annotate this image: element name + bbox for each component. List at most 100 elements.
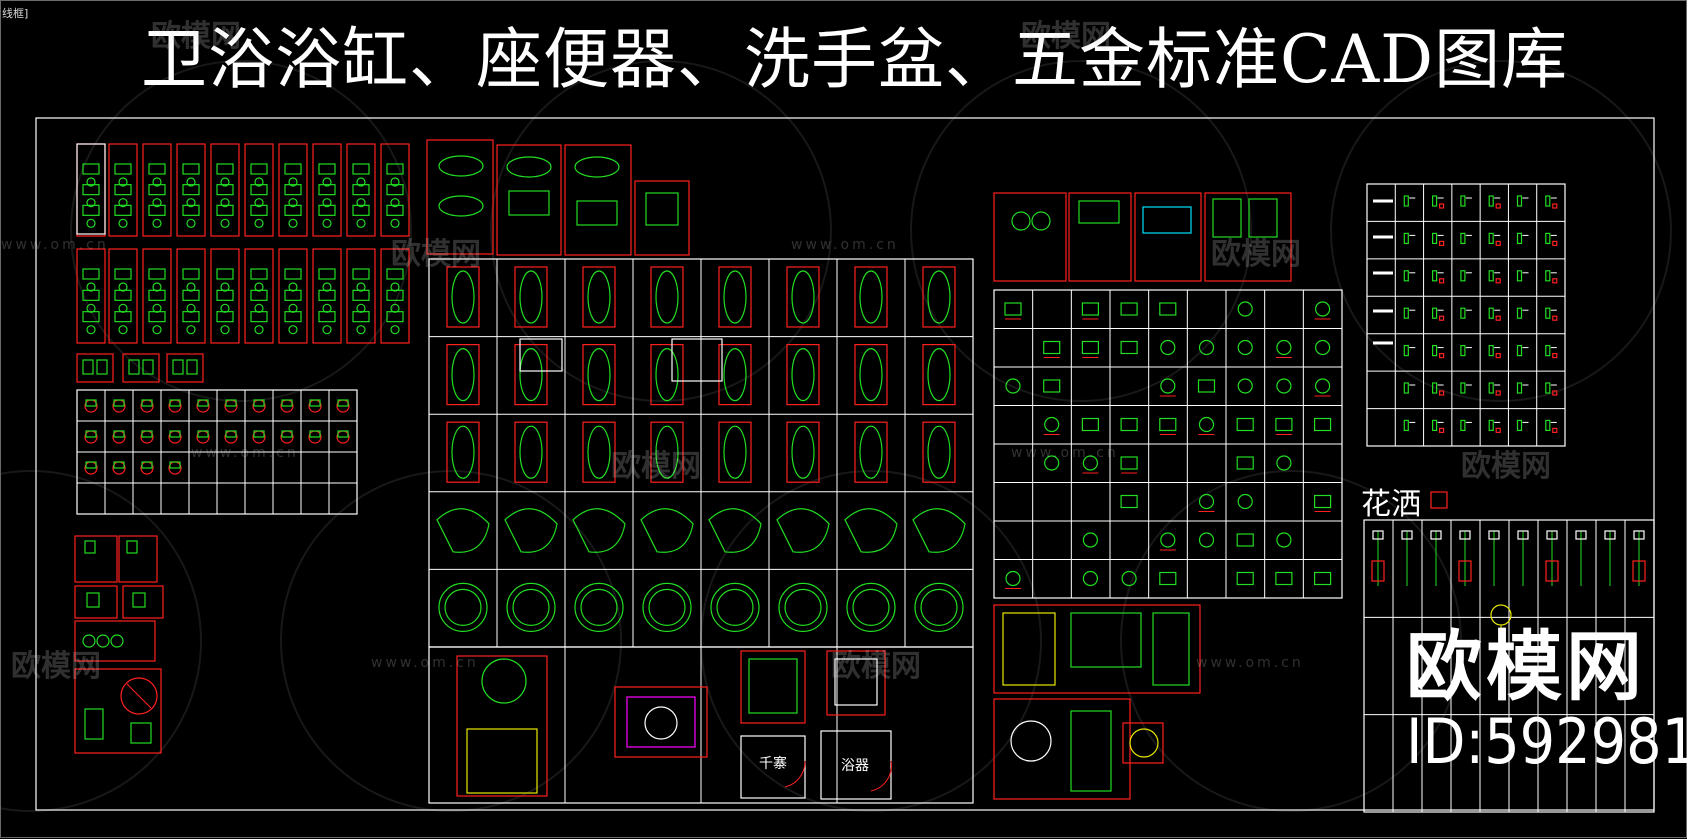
shower-head-symbol: [1546, 530, 1558, 540]
toilet-plan-symbol: [148, 184, 166, 196]
basin-plan-symbol: [1275, 417, 1293, 432]
round-tub-symbol: [574, 582, 624, 633]
shower-tray-symbol: [645, 192, 679, 226]
toilet-tank-symbol: [225, 399, 237, 407]
faucet-symbol: [1460, 345, 1466, 357]
watermark-circle: [910, 60, 1252, 402]
basin-plan-symbol: [1237, 378, 1253, 394]
door-label-left: 千寨: [759, 756, 787, 772]
toilet-plan-symbol: [216, 311, 234, 323]
fixture-frame: [166, 353, 204, 383]
toilet-plan-symbol: [386, 268, 404, 280]
watermark-brand: 欧模网: [831, 649, 921, 684]
bathtub-plan-symbol: [927, 270, 951, 324]
basin-plan-symbol: [1120, 456, 1138, 470]
spa-tub-frame: [456, 655, 548, 797]
toilet-plan-symbol: [250, 311, 268, 323]
toilet-bowl-symbol: [220, 218, 230, 228]
corner-tub-symbol: [572, 508, 626, 553]
watermark-url: www.om.cn: [1196, 655, 1304, 671]
toilet-block-frame: [244, 248, 274, 344]
bathtub-dimension-box: [718, 421, 752, 483]
faucet-symbol: [1495, 390, 1501, 396]
viewport-label[interactable]: 线框]: [2, 7, 29, 20]
toilet-bowl-symbol: [152, 325, 162, 335]
round-tub-symbol: [852, 588, 890, 627]
toilet-tank-symbol: [337, 399, 349, 407]
toilet-plan-symbol: [318, 311, 336, 323]
basin-plan-symbol: [1314, 301, 1331, 317]
faucet-symbol: [1460, 195, 1466, 207]
toilet-bowl-symbol: [186, 325, 196, 335]
toilet-plan-symbol: [182, 204, 200, 216]
round-tub-symbol: [506, 582, 556, 633]
faucet-symbol: [1552, 315, 1558, 321]
basin-plan-symbol: [1275, 571, 1293, 586]
urinal-symbol: [86, 592, 100, 608]
door-swing-arc: [870, 760, 892, 792]
toilet-tank-symbol: [113, 430, 125, 438]
basin-plan-symbol: [1159, 417, 1177, 432]
basin-plan-symbol: [1198, 416, 1215, 433]
toilet-bowl-symbol: [356, 177, 366, 187]
toilet-tank-symbol: [337, 430, 349, 438]
bathtub-frame: [564, 144, 632, 256]
shower-room-frame: [740, 650, 806, 724]
faucet-symbol: [1488, 232, 1494, 244]
faucet-symbol: [1403, 307, 1409, 319]
bathtub-symbol: [508, 190, 550, 216]
watermark-id: ID:592981: [1406, 705, 1687, 778]
bathtub-dimension-box: [650, 421, 684, 483]
toilet-tank-symbol: [281, 430, 293, 438]
toilet-plan-symbol: [82, 311, 100, 323]
toilet-plan-symbol: [284, 163, 302, 175]
basin-plan-symbol: [1082, 455, 1099, 471]
bathtub-plan-symbol: [859, 348, 883, 402]
shower-head-symbol: [1517, 530, 1529, 540]
toilet-plan-symbol: [250, 289, 268, 301]
basin-plan-symbol: [1236, 456, 1254, 470]
faucet-symbol: [1545, 270, 1551, 282]
faucet-symbol: [1545, 232, 1551, 244]
urinal-frame: [74, 585, 118, 619]
urinal-symbol: [126, 540, 138, 554]
basin-plan-symbol: [1004, 302, 1022, 316]
faucet-symbol: [1403, 270, 1409, 282]
toilet-block-frame: [76, 143, 106, 235]
toilet-block-frame: [142, 143, 172, 237]
bathtub-plan-symbol: [859, 270, 883, 324]
watermark-brand: 欧模网: [11, 649, 101, 684]
toilet-plan-symbol: [216, 268, 234, 280]
bathtub-dimension-box: [786, 421, 820, 483]
toilet-bowl-symbol: [288, 282, 298, 292]
faucet-symbol: [1460, 382, 1466, 394]
toilet-tank-symbol: [309, 399, 321, 407]
toilet-bowl-symbol: [356, 198, 366, 208]
toilet-block-frame: [380, 248, 410, 344]
toilet-block-frame: [312, 143, 342, 237]
corner-tub-symbol: [844, 508, 898, 553]
spa-symbol: [644, 706, 678, 740]
faucet-symbol: [1552, 203, 1558, 209]
watermark-url: www.om.cn: [191, 445, 299, 461]
shower-head-symbol: [1488, 530, 1500, 540]
toilet-block-frame: [346, 248, 376, 344]
toilet-tank-symbol: [141, 430, 153, 438]
urinal-symbol: [84, 540, 96, 554]
watermark-circle: [280, 470, 622, 812]
basin-plan-symbol: [1081, 340, 1100, 355]
toilet-bowl-symbol: [86, 282, 96, 292]
toilet-plan-symbol: [352, 204, 370, 216]
toilet-bowl-symbol: [322, 218, 332, 228]
faucet-symbol: [1552, 278, 1558, 284]
faucet-symbol: [1552, 353, 1558, 359]
basin-plan-symbol: [1314, 339, 1331, 356]
faucet-symbol: [1438, 390, 1445, 396]
toilet-block-frame: [210, 248, 240, 344]
toilet-plan-symbol: [352, 268, 370, 280]
shower-mark: [1430, 491, 1448, 509]
toilet-bowl-symbol: [254, 218, 264, 228]
toilet-bowl-symbol: [86, 218, 96, 228]
